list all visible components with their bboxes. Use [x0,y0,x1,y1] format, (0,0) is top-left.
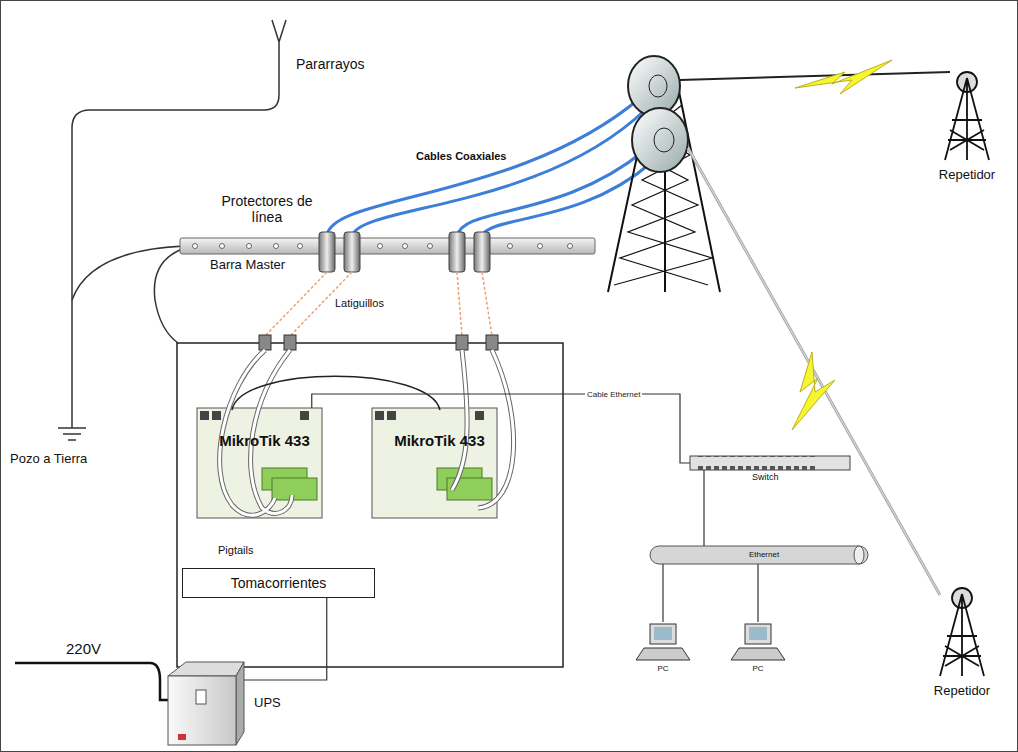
ups-unit: UPS [168,662,244,745]
part-label: Cables Coaxiales [416,150,507,163]
node-label: Barra Master [210,258,285,273]
outlet-box: Tomacorrientes [182,568,375,598]
node-label: Repetidor [935,168,999,183]
edge-label: Cable Ethernet [585,390,642,399]
node-label: MikroTik 433 [197,432,332,449]
node-label: Ethernet [650,550,878,559]
switch-device [690,456,850,470]
node-label: MikroTik 433 [372,432,507,449]
master-bar: Barra Master [180,238,595,254]
connector [312,394,690,463]
part-label: Pararrayos [296,56,364,72]
connector [703,470,704,546]
node-label: PC [731,664,785,673]
node-label: Repetidor [930,684,994,699]
switch-device: Switch [690,456,850,470]
pc-icon: PC [636,622,690,662]
node-label: UPS [254,696,281,711]
radio-link [680,60,950,595]
part-label: 220V [66,640,101,657]
connector [259,335,498,350]
ups-unit [168,662,244,745]
connector [757,564,758,622]
part-label: Latiguillos [335,297,384,310]
router-board: MikroTik 433 [197,408,332,518]
pc-icon: PC [731,622,785,662]
part-label: Pigtails [218,544,253,557]
part-label: Protectores de línea [212,193,322,225]
pc-icon [636,624,785,660]
cabinet [177,343,563,667]
node-label: PC [636,664,690,673]
repeater-tower: Repetidor [935,70,999,162]
connector [662,564,663,622]
coaxial-cable [327,98,652,236]
ground-symbol [58,428,86,440]
repeater-tower: Repetidor [930,586,994,678]
power-line [15,663,170,700]
repeater-tower [940,72,989,676]
dish-antenna [628,56,688,172]
router-board: MikroTik 433 [372,408,507,518]
node-label: Switch [752,472,779,482]
ethernet-bus: Ethernet [650,546,878,564]
node-label: Tomacorrientes [183,575,374,591]
connector [244,598,327,680]
bar-holes [193,244,573,249]
jumper [265,272,492,336]
master-bar [180,238,595,254]
part-label: Pozo a Tierra [10,452,87,467]
line-protector [319,232,490,272]
router-board [197,408,497,518]
